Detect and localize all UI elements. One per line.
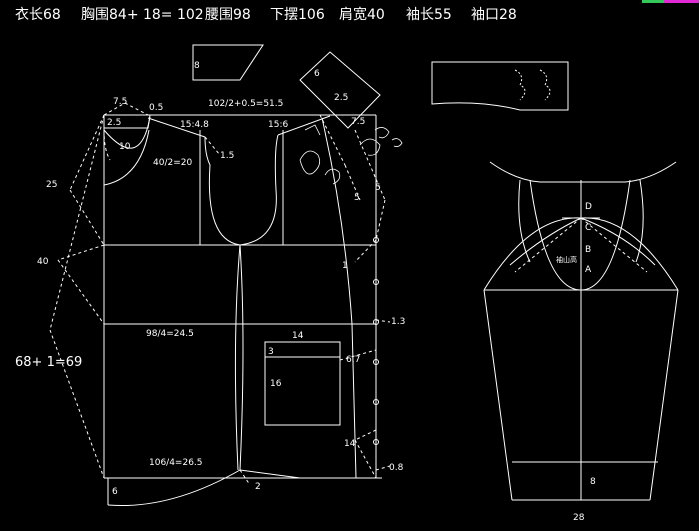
label-cuff-height: 8 [590,477,596,487]
label-point-d: D [585,202,592,212]
measure-shoulder: 肩宽40 [339,7,385,23]
label-cuff-width: 28 [573,513,585,523]
label-pocket-offset-x: 6.7 [346,355,360,365]
label-collar-stand: 8 [194,61,200,71]
measure-waist: 腰围98 [205,7,251,23]
measure-hem: 下摆106 [270,7,325,23]
label-armhole-depth: 25 [46,180,57,190]
window-accent-magenta [664,0,699,3]
construction-lines [49,102,391,486]
label-front-shoulder-back: 7.5 [351,117,365,127]
sleeve-labels: D C B A 袖山高 8 28 [556,202,596,523]
measure-cuff: 袖口28 [471,7,517,23]
label-pocket-height: 16 [270,379,282,389]
label-point-a: A [585,265,592,275]
label-front-armhole-a: 5 [354,193,360,203]
label-front-armhole-b: 5 [375,183,381,193]
label-pocket-top: 3 [268,347,274,357]
label-point-b: B [585,245,591,255]
label-neck-depth: 10 [119,142,131,152]
collar-block [431,61,569,111]
label-front-shoulder-slope: 15:6 [268,120,288,130]
label-waist-line: 40 [37,257,49,267]
label-total-length: 68+ 1=69 [15,355,82,370]
label-front-hem-drop: 0.8 [389,463,404,473]
window-accent-green [642,0,664,3]
measure-garment-length: 衣长68 [15,7,61,23]
label-back-shoulder-slope: 15:4.8 [180,120,209,130]
bodice-labels: 102/2+0.5=51.5 7.5 0.5 2.5 15:4.8 15:6 1… [15,61,405,497]
label-collar-piece: 6 [314,69,320,79]
label-hem-curve-rise: 6 [112,487,118,497]
measurement-header: 衣长68 胸围84+ 18= 102 腰围98 下摆106 肩宽40 袖长55 … [0,0,699,26]
label-cap-height: 袖山高 [556,255,577,264]
label-back-armhole-offset: 1.5 [220,151,234,161]
label-hem-calc: 106/4=26.5 [149,458,203,468]
label-pocket-width: 14 [292,331,304,341]
label-neck-rise: 0.5 [149,103,163,113]
label-side-hem-offset: 2 [255,482,261,492]
label-front-neck-depth: 2.5 [334,93,348,103]
label-neck-width: 2.5 [107,118,121,128]
measure-sleeve-length: 袖长55 [406,7,452,23]
label-cross-back: 40/2=20 [153,158,192,168]
cat-motif-graphic [299,124,403,185]
label-placket-width: 1.3 [391,317,405,327]
bodice-pattern [103,44,382,507]
placket-buttons [373,237,379,445]
label-shoulder-back: 7.5 [113,97,127,107]
sleeve-pattern [483,161,679,501]
label-waist-calc: 98/4=24.5 [146,329,194,339]
measure-bust: 胸围84+ 18= 102 [81,7,204,23]
label-front-placket-offset: 1 [342,261,348,271]
label-pocket-to-hem: 14 [344,439,356,449]
label-point-c: C [585,223,591,233]
label-bust-calc: 102/2+0.5=51.5 [208,99,283,109]
